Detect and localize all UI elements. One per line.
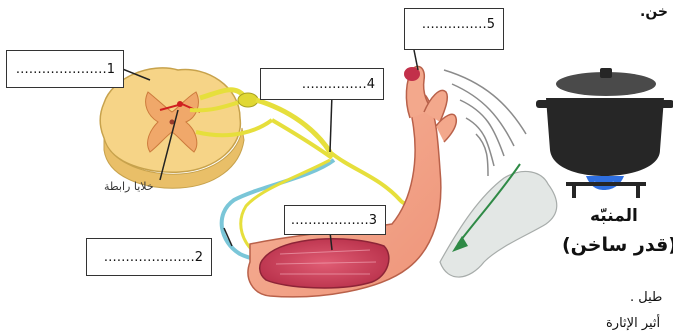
label-box-2[interactable]: …………………2 <box>86 238 212 276</box>
label-box-3[interactable]: ………………3 <box>284 205 386 235</box>
top-right-text: خن. <box>640 4 668 20</box>
interneuron-label: خلايا رابطة <box>104 180 154 193</box>
label-1-text: …………………1 <box>16 62 115 77</box>
label-box-4[interactable]: ……………4 <box>260 68 384 100</box>
label-5-text: ……………5 <box>422 17 495 32</box>
bottom-right-line-2: أثير الإثارة <box>606 316 660 331</box>
hot-pot-icon <box>536 68 673 198</box>
stimulus-title: المنبّه <box>590 206 638 226</box>
label-box-1[interactable]: …………………1 <box>6 50 124 88</box>
stimulus-subtitle: (قدر ساخن) <box>562 234 673 256</box>
label-box-5[interactable]: ……………5 <box>404 8 504 50</box>
bottom-right-line-1: طيل . <box>630 290 662 305</box>
ghost-arm <box>440 171 557 277</box>
label-4-text: ……………4 <box>302 77 375 92</box>
label-3-text: ………………3 <box>291 213 377 228</box>
label-2-text: …………………2 <box>104 250 203 265</box>
